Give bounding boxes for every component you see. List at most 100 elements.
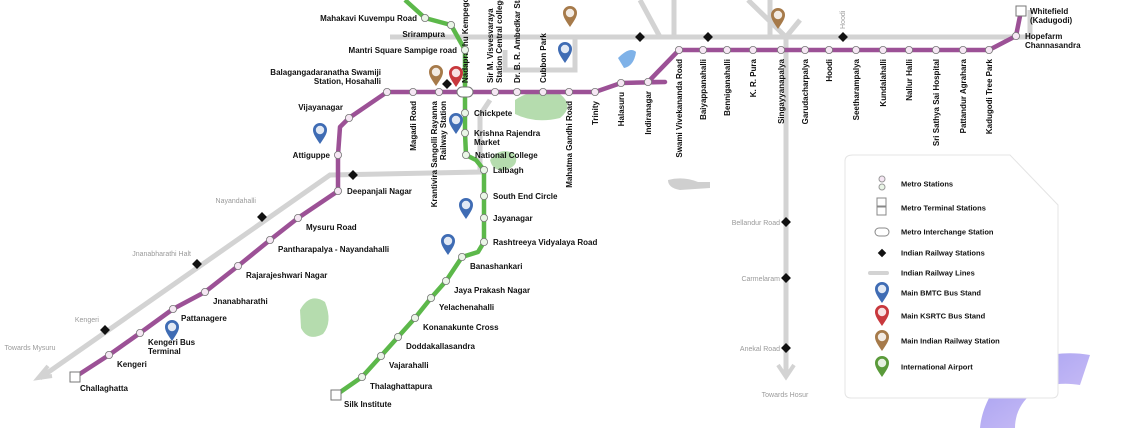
legend-railway-station-icon-glyph <box>877 332 887 342</box>
station-label: Garudacharpalya <box>801 58 810 124</box>
station-label: South End Circle <box>493 192 558 201</box>
station-label: Seetharampalya <box>852 58 861 120</box>
station-label: Challaghatta <box>80 384 129 393</box>
station-label: Srirampura <box>402 30 445 39</box>
station-marker <box>461 150 470 159</box>
legend-metro-station-icon <box>878 183 886 191</box>
railway-station-marker <box>781 273 791 283</box>
legend-interchange-icon <box>874 227 890 237</box>
legend-terminal-icon <box>876 206 887 216</box>
station-label-line: Sir M. Visvesvaraya <box>486 8 495 83</box>
station-label: Benniganahalli <box>723 59 732 116</box>
railway-station-icon-glyph <box>431 67 441 77</box>
railway-station-label: Kengeri <box>75 317 100 324</box>
station-label-line: Market <box>474 138 500 147</box>
terminal-station-marker <box>69 371 81 383</box>
station-marker <box>932 46 941 55</box>
railway-station-marker <box>703 32 713 42</box>
station-marker <box>644 78 653 87</box>
legend-label: International Airport <box>901 363 973 372</box>
station-label: Trinity <box>591 100 600 125</box>
park-lalbagh <box>490 151 517 171</box>
legend-label: Metro Interchange Station <box>901 228 994 237</box>
station-marker <box>749 46 758 55</box>
station-label: Thalaghattapura <box>370 382 433 391</box>
bmtc-bus-stand-icon <box>440 233 455 255</box>
legend-label: Main Indian Railway Station <box>901 337 1000 346</box>
station-label: Yelachenahalli <box>439 303 494 312</box>
legend-metro-station-icon <box>878 175 886 183</box>
railway-station-icon <box>429 65 443 86</box>
legend-railway-station-icon <box>875 330 889 351</box>
station-label: Rajarajeshwari Nagar <box>246 271 327 280</box>
railway-station-label: Anekal Road <box>740 346 780 353</box>
legend-label: Indian Railway Stations <box>901 249 985 258</box>
station-marker <box>265 235 274 244</box>
station-marker <box>105 350 114 359</box>
station-label: K. R. Pura <box>749 58 758 97</box>
station-marker <box>410 313 419 322</box>
railway-station-marker <box>781 217 791 227</box>
bmtc-bus-stand-icon <box>459 198 473 219</box>
station-marker <box>801 46 810 55</box>
station-label: Jnanabharathi <box>213 297 268 306</box>
station-label-line: Railway Station <box>439 101 448 160</box>
station-marker <box>135 328 144 337</box>
station-label: Silk Institute <box>344 400 392 409</box>
railway-station-label: Carmelaram <box>741 276 780 283</box>
bmtc-bus-stand-icon-glyph <box>315 125 325 135</box>
legend-ksrtc-icon <box>875 305 889 326</box>
station-marker <box>723 46 732 55</box>
station-marker <box>905 46 914 55</box>
airport-old <box>668 178 710 190</box>
railway-lines <box>33 0 1033 381</box>
ksrtc-bus-stand-icon-glyph <box>451 68 461 78</box>
station-label: Nadaprabhu Kempegowda Station <box>461 0 470 83</box>
green-line <box>334 0 487 397</box>
station-label-line: Station Central college <box>495 0 504 83</box>
bmtc-bus-stand-icon <box>558 42 572 63</box>
bmtc-bus-stand-icon-glyph <box>560 44 570 54</box>
bmtc-bus-stand-icon-glyph <box>167 322 177 332</box>
railway-station-marker <box>635 32 645 42</box>
station-label: Kengeri <box>117 360 147 369</box>
station-marker <box>333 150 342 159</box>
station-label: Hoodi <box>825 59 834 82</box>
station-marker <box>777 46 786 55</box>
station-label: Mahatma Gandhi Road <box>565 101 574 188</box>
station-marker <box>675 46 684 55</box>
station-marker <box>460 46 469 55</box>
legend-label: Main BMTC Bus Stand <box>901 289 981 298</box>
station-marker <box>539 88 548 97</box>
station-marker <box>460 128 469 137</box>
station-marker <box>393 332 402 341</box>
station-label: Nallur Halli <box>905 59 914 101</box>
station-marker <box>233 261 242 270</box>
station-label: Whitefield(Kadugodi) <box>1030 7 1073 25</box>
station-label: Vijayanagar <box>298 103 343 112</box>
legend-bmtc-icon <box>875 282 889 303</box>
station-marker <box>434 88 443 97</box>
station-marker <box>617 79 626 88</box>
legend-bmtc-icon-glyph <box>877 284 887 294</box>
station-label: Vajarahalli <box>389 361 429 370</box>
station-label-line: Hopefarm <box>1025 32 1062 41</box>
legend-terminal-icon <box>876 197 887 207</box>
station-label: Mahakavi Kuvempu Road <box>320 14 417 23</box>
station-marker <box>879 46 888 55</box>
station-marker <box>479 213 488 222</box>
railway-station-icon-glyph <box>565 8 575 18</box>
legend-label: Metro Terminal Stations <box>901 204 986 213</box>
railway-station-label: Nayandahalli <box>216 198 257 205</box>
station-label-line: Krishna Rajendra <box>474 129 541 138</box>
bmtc-bus-stand-icon-glyph <box>443 236 453 246</box>
terminal-station-marker <box>330 389 342 401</box>
station-label: Baiyappanahalli <box>699 59 708 120</box>
bmtc-bus-stand-icon-glyph <box>461 200 471 210</box>
station-marker <box>168 304 177 313</box>
